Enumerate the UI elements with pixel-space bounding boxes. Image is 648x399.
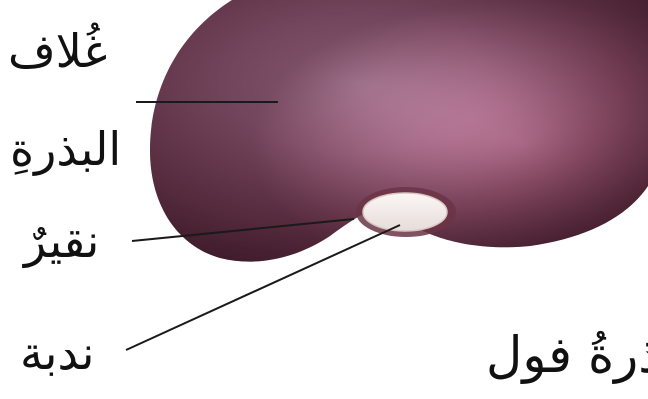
label-seed-coat-line2: البذرةِ [10, 126, 121, 172]
diagram-caption: بذرةُ فول [486, 330, 648, 380]
label-seed-coat-line1: غُلاف [8, 28, 107, 74]
label-hilum: نقيرٌ [24, 218, 99, 264]
hilum [363, 193, 447, 231]
label-scar: ندبة [20, 330, 94, 376]
